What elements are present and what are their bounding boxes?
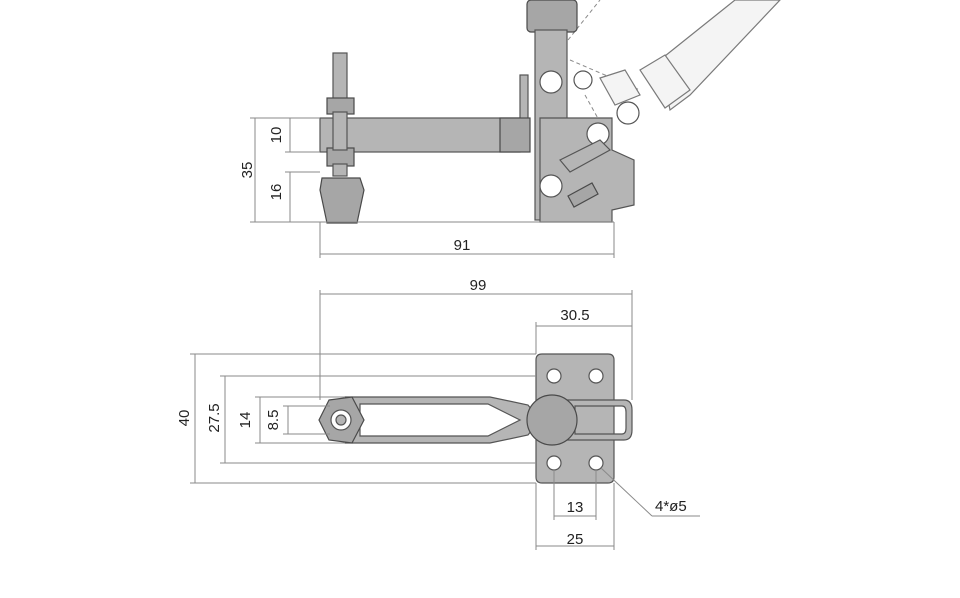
- dim-35-label: 35: [239, 162, 256, 179]
- dim-27-5-label: 27.5: [206, 403, 223, 432]
- mounting-hole: [546, 368, 562, 384]
- hole-callout-label: 4*ø5: [655, 498, 687, 515]
- dim-40-label: 40: [176, 410, 193, 427]
- dim-99-label: 99: [470, 277, 487, 294]
- dim-16-label: 16: [268, 184, 285, 201]
- dim-10-label: 10: [268, 127, 285, 144]
- top-dimensions: [190, 290, 700, 550]
- clamp-base: [539, 117, 635, 223]
- dim-14-label: 14: [237, 412, 254, 429]
- bar-joint: [499, 117, 531, 153]
- spindle: [319, 52, 365, 224]
- mounting-hole: [546, 455, 562, 471]
- side-dimensions: [250, 117, 615, 258]
- dim-8-5-label: 8.5: [265, 410, 282, 431]
- dim-30-5-label: 30.5: [560, 307, 589, 324]
- dim-25-label: 25: [567, 531, 584, 548]
- side-view: 10 16 35 91: [239, 0, 781, 258]
- hex-nut: [318, 396, 365, 444]
- pivot-dome: [526, 394, 578, 446]
- mounting-hole: [588, 368, 604, 384]
- clamp-handle: [567, 0, 781, 141]
- dim-91-label: 91: [454, 237, 471, 254]
- dim-13-label: 13: [567, 499, 584, 516]
- mounting-hole: [588, 455, 604, 471]
- clamp-bar: [319, 117, 521, 153]
- arm-frame: [344, 396, 541, 444]
- top-view: 99 30.5 40 27.5 14 8.5 13 25 4*ø5: [176, 277, 700, 550]
